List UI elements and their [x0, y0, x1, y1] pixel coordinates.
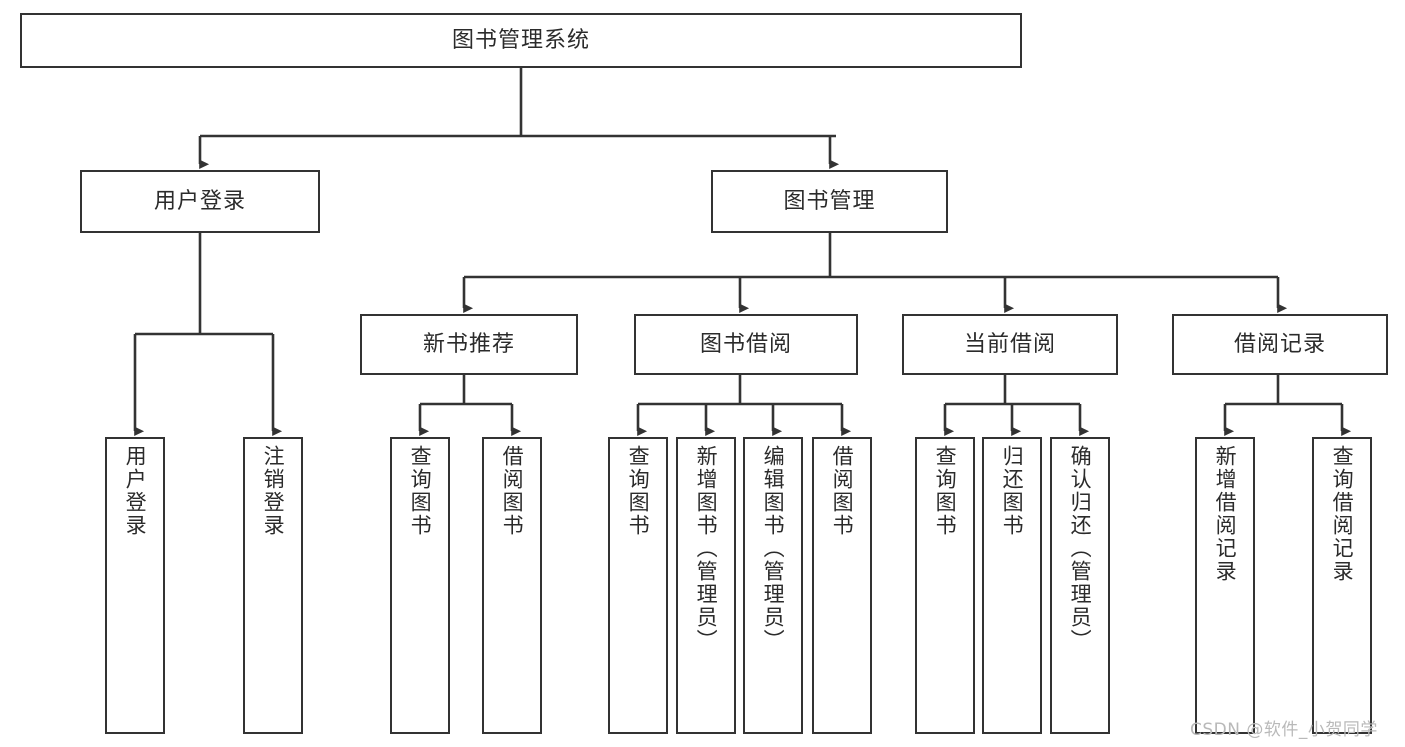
node-label: 编辑图书（管理员） — [761, 445, 786, 652]
node-leaf-query-book-current[interactable]: 查询图书 — [915, 437, 975, 734]
node-book-manage[interactable]: 图书管理 — [711, 170, 948, 233]
node-label: 用户登录 — [123, 445, 148, 537]
node-label: 查询图书 — [626, 445, 651, 537]
node-leaf-borrow-book[interactable]: 借阅图书 — [812, 437, 872, 734]
node-label: 借阅记录 — [1233, 331, 1326, 357]
node-label: 新书推荐 — [422, 331, 515, 357]
node-new-book-recommend[interactable]: 新书推荐 — [360, 314, 578, 375]
node-leaf-confirm-return[interactable]: 确认归还（管理员） — [1050, 437, 1110, 734]
node-label: 借阅图书 — [830, 445, 855, 537]
node-leaf-return-book[interactable]: 归还图书 — [982, 437, 1042, 734]
node-leaf-logout-login[interactable]: 注销登录 — [243, 437, 303, 734]
node-label: 新增借阅记录 — [1213, 445, 1238, 583]
node-user-login[interactable]: 用户登录 — [80, 170, 320, 233]
node-label: 确认归还（管理员） — [1068, 445, 1093, 652]
node-borrow-record[interactable]: 借阅记录 — [1172, 314, 1388, 375]
node-label: 借阅图书 — [500, 445, 525, 537]
node-label: 图书借阅 — [699, 331, 792, 357]
node-label: 图书管理系统 — [451, 27, 590, 53]
node-leaf-query-borrow-record[interactable]: 查询借阅记录 — [1312, 437, 1372, 734]
node-leaf-user-login[interactable]: 用户登录 — [105, 437, 165, 734]
node-book-management-system[interactable]: 图书管理系统 — [20, 13, 1022, 68]
node-label: 当前借阅 — [963, 331, 1056, 357]
node-label: 用户登录 — [153, 188, 246, 214]
node-label: 归还图书 — [1000, 445, 1025, 537]
node-leaf-borrow-book-recommend[interactable]: 借阅图书 — [482, 437, 542, 734]
node-label: 查询图书 — [408, 445, 433, 537]
node-leaf-add-borrow-record[interactable]: 新增借阅记录 — [1195, 437, 1255, 734]
node-current-borrow[interactable]: 当前借阅 — [902, 314, 1118, 375]
node-leaf-query-book-borrow[interactable]: 查询图书 — [608, 437, 668, 734]
node-book-borrow[interactable]: 图书借阅 — [634, 314, 858, 375]
node-leaf-edit-book[interactable]: 编辑图书（管理员） — [743, 437, 803, 734]
node-label: 注销登录 — [261, 445, 286, 537]
node-label: 查询图书 — [933, 445, 958, 537]
node-leaf-add-book[interactable]: 新增图书（管理员） — [676, 437, 736, 734]
csdn-watermark: CSDN @软件_小贺同学 — [1190, 720, 1378, 740]
node-label: 查询借阅记录 — [1330, 445, 1355, 583]
node-leaf-query-book-recommend[interactable]: 查询图书 — [390, 437, 450, 734]
node-label: 新增图书（管理员） — [694, 445, 719, 652]
node-label: 图书管理 — [783, 188, 876, 214]
